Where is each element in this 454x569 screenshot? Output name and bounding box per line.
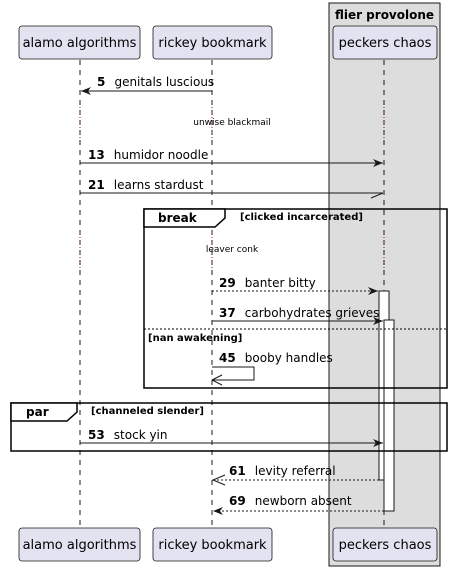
message-number: 5 bbox=[97, 75, 105, 89]
message-label: humidor noodle bbox=[114, 148, 209, 162]
participant-alamo-top[interactable]: alamo algorithms bbox=[18, 25, 141, 60]
message-number: 37 bbox=[219, 306, 236, 320]
message-number: 21 bbox=[88, 178, 105, 192]
svg-text:21 learns stardust: 21 learns stardust bbox=[88, 174, 204, 193]
fragment-keyword: break bbox=[158, 211, 198, 225]
participant-label: rickey bookmark bbox=[158, 538, 267, 553]
participant-label: peckers chaos bbox=[339, 538, 432, 553]
participant-label: alamo algorithms bbox=[23, 36, 137, 51]
message-label: learns stardust bbox=[114, 178, 204, 192]
activation-bar-inner bbox=[383, 319, 395, 512]
participant-peckers-top[interactable]: peckers chaos bbox=[332, 25, 438, 60]
fragment-keyword: par bbox=[26, 405, 49, 419]
message-53: 53 stock yin bbox=[80, 424, 383, 447]
message-label: carbohydrates grieves bbox=[245, 306, 380, 320]
participant-alamo-bottom[interactable]: alamo algorithms bbox=[18, 527, 141, 562]
svg-text:45 booby handles: 45 booby handles bbox=[219, 347, 333, 366]
message-number: 69 bbox=[229, 494, 246, 508]
fragment-else-condition: [nan awakening] bbox=[148, 333, 242, 344]
message-label: stock yin bbox=[114, 428, 168, 442]
message-21: 21 learns stardust bbox=[80, 174, 384, 199]
group-box-title: flier provolone bbox=[335, 8, 434, 22]
message-5: 5 genitals luscious bbox=[81, 71, 214, 95]
participant-rickey-top[interactable]: rickey bookmark bbox=[152, 25, 273, 60]
message-number: 53 bbox=[88, 428, 105, 442]
svg-text:5 genitals luscious: 5 genitals luscious bbox=[97, 71, 214, 90]
message-number: 13 bbox=[88, 148, 105, 162]
message-label: banter bitty bbox=[245, 276, 316, 290]
fragment-condition: [channeled slender] bbox=[91, 406, 204, 417]
message-69: 69 newborn absent bbox=[213, 490, 384, 515]
message-13: 13 humidor noodle bbox=[80, 144, 383, 167]
fragment-condition: [clicked incarcerated] bbox=[240, 212, 363, 223]
message-number: 29 bbox=[219, 276, 236, 290]
message-label: booby handles bbox=[245, 351, 333, 365]
delay-label: leaver conk bbox=[206, 245, 259, 255]
participant-rickey-bottom[interactable]: rickey bookmark bbox=[152, 527, 273, 562]
svg-text:13 humidor noodle: 13 humidor noodle bbox=[88, 144, 208, 163]
participant-peckers-bottom[interactable]: peckers chaos bbox=[332, 527, 438, 562]
par-fragment: par [channeled slender] bbox=[10, 402, 448, 452]
break-fragment: break [clicked incarcerated] [nan awaken… bbox=[143, 208, 448, 389]
message-label: levity referral bbox=[255, 464, 336, 478]
message-61: 61 levity referral bbox=[211, 460, 379, 486]
participant-label: peckers chaos bbox=[339, 36, 432, 51]
message-number: 45 bbox=[219, 351, 236, 365]
delay-dots bbox=[79, 102, 385, 268]
message-label: genitals luscious bbox=[114, 75, 214, 89]
delay-label: unwise blackmail bbox=[193, 118, 271, 128]
participant-label: alamo algorithms bbox=[23, 538, 137, 553]
participant-label: rickey bookmark bbox=[158, 36, 267, 51]
svg-text:69 newborn absent: 69 newborn absent bbox=[229, 490, 352, 509]
svg-text:61 levity referral: 61 levity referral bbox=[229, 460, 336, 479]
message-label: newborn absent bbox=[255, 494, 352, 508]
svg-text:53 stock yin: 53 stock yin bbox=[88, 424, 168, 443]
activation-bars bbox=[378, 290, 395, 512]
message-45: 45 booby handles bbox=[211, 347, 333, 386]
message-29: 29 banter bitty bbox=[212, 272, 378, 295]
svg-text:29 banter bitty: 29 banter bitty bbox=[219, 272, 316, 291]
message-37: 37 carbohydrates grieves bbox=[212, 302, 383, 325]
message-number: 61 bbox=[229, 464, 246, 478]
svg-text:37 carbohydrates grieves: 37 carbohydrates grieves bbox=[219, 302, 379, 321]
